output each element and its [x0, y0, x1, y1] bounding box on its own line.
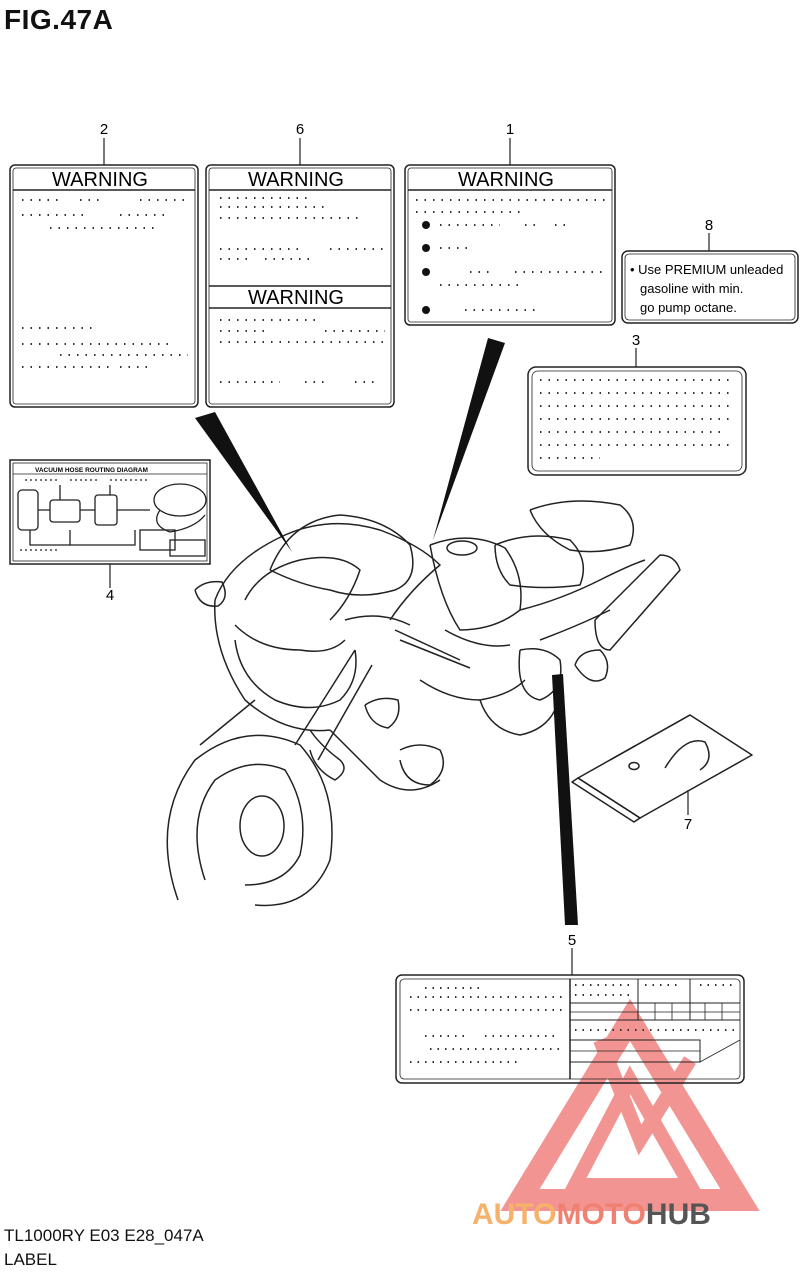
label-8 [621, 250, 799, 324]
label-2-warning: WARNING [52, 169, 148, 191]
model-code: TL1000RY E03 E28_047A [4, 1226, 204, 1245]
section-name: LABEL [4, 1250, 57, 1269]
label-6-warning-top: WARNING [248, 169, 344, 191]
motorcycle-illustration [166, 500, 681, 907]
callout-5: 5 [568, 932, 576, 949]
callout-leaders [103, 138, 710, 975]
label-5-dots [410, 984, 735, 1063]
label-6 [205, 164, 395, 408]
callout-4: 4 [106, 587, 114, 604]
callout-1: 1 [506, 121, 514, 138]
pointer-label-1 [433, 338, 505, 540]
pointer-label-2 [195, 412, 292, 552]
callout-3: 3 [632, 332, 640, 349]
label-4 [9, 459, 211, 565]
label-2-dots [22, 199, 188, 368]
label-1-bullets [422, 221, 430, 314]
label-1-warning: WARNING [458, 169, 554, 191]
watermark-hub: HUB [646, 1198, 711, 1231]
label-7 [571, 714, 753, 823]
callout-7: 7 [684, 816, 692, 833]
watermark-text: AUTOMOTOHUB [472, 1198, 711, 1231]
label-8-line-1: • Use PREMIUM unleaded [630, 262, 783, 277]
watermark-logo [500, 998, 760, 1211]
label-4-title: VACUUM HOSE ROUTING DIAGRAM [35, 467, 148, 474]
label-3-dots [540, 379, 735, 459]
label-4-schematic [17, 479, 207, 557]
label-8-line-3: go pump octane. [640, 300, 737, 315]
watermark-auto: AUTO [472, 1198, 556, 1231]
label-3 [527, 366, 747, 476]
pointer-label-5 [552, 674, 578, 925]
label-5 [395, 974, 745, 1084]
callout-8: 8 [705, 217, 713, 234]
watermark-moto: MOTO [556, 1198, 645, 1231]
pointer-wedges [195, 338, 578, 925]
label-8-line-2: gasoline with min. [640, 281, 743, 296]
label-6-dots [220, 197, 385, 383]
callout-2: 2 [100, 121, 108, 138]
label-1-dots [416, 199, 605, 311]
label-6-warning-bottom: WARNING [248, 287, 344, 309]
callout-6: 6 [296, 121, 304, 138]
label-2 [9, 164, 199, 408]
figure-title: FIG.47A [4, 4, 114, 35]
